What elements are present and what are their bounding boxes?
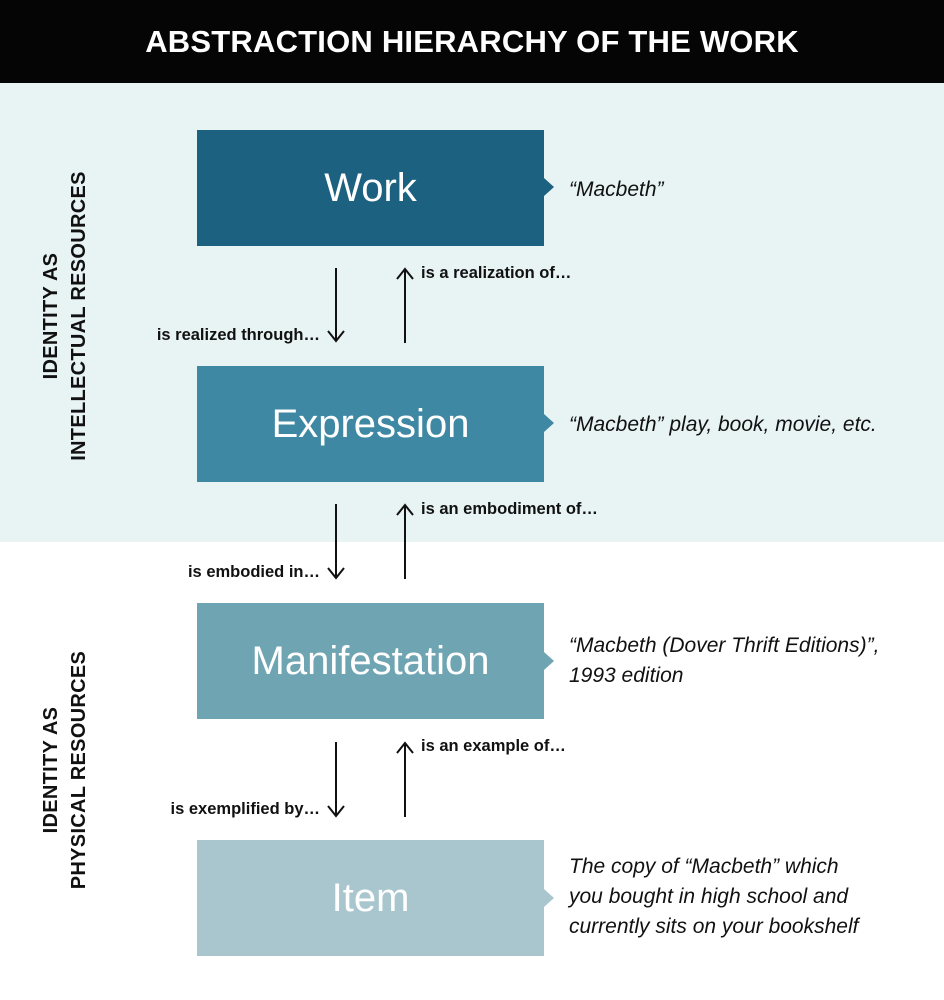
box-manifestation: Manifestation — [197, 603, 544, 719]
example-item-line-1: The copy of “Macbeth” which — [569, 855, 839, 878]
arrow-down-1 — [327, 268, 345, 343]
example-item-line-3: currently sits on your bookshelf — [569, 915, 859, 938]
pointer-item — [544, 889, 554, 907]
diagram-title: ABSTRACTION HIERARCHY OF THE WORK — [0, 0, 944, 83]
rel-label-up-1: is a realization of… — [421, 264, 572, 282]
example-expression: “Macbeth” play, book, movie, etc. — [569, 410, 877, 440]
arrow-down-2 — [327, 504, 345, 580]
rel-label-down-2: is embodied in… — [187, 563, 320, 581]
rel-label-up-2: is an embodiment of… — [421, 500, 598, 518]
example-work: “Macbeth” — [569, 175, 664, 205]
example-work-line-1: “Macbeth” — [569, 178, 664, 201]
pointer-expression — [544, 414, 554, 432]
box-work: Work — [197, 130, 544, 246]
box-item: Item — [197, 840, 544, 956]
example-manifestation: “Macbeth (Dover Thrift Editions)”, 1993 … — [569, 631, 879, 691]
rel-label-up-3: is an example of… — [421, 737, 566, 755]
arrow-up-1 — [396, 267, 414, 343]
example-manifestation-line-2: 1993 edition — [569, 664, 684, 687]
rel-label-down-3: is exemplified by… — [170, 800, 320, 818]
arrow-up-3 — [396, 741, 414, 817]
arrow-up-2 — [396, 503, 414, 579]
example-expression-line-1: “Macbeth” play, book, movie, etc. — [569, 413, 877, 436]
pointer-manifestation — [544, 652, 554, 670]
example-manifestation-line-1: “Macbeth (Dover Thrift Editions)”, — [569, 634, 880, 657]
pointer-work — [544, 178, 554, 196]
example-item: The copy of “Macbeth” which you bought i… — [569, 852, 858, 942]
box-expression: Expression — [197, 366, 544, 482]
rel-label-down-1: is realized through… — [156, 326, 320, 344]
example-item-line-2: you bought in high school and — [569, 885, 849, 908]
arrow-down-3 — [327, 742, 345, 818]
